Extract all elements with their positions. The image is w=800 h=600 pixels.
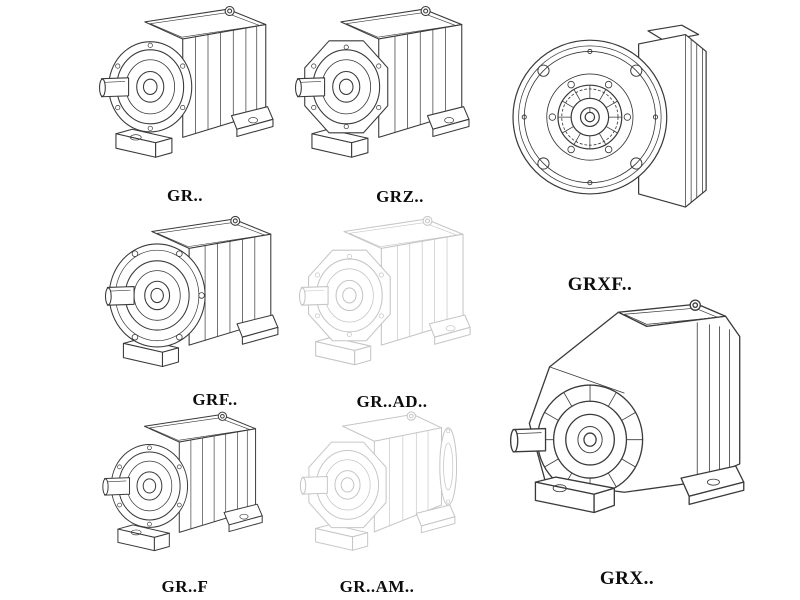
model-label-grxf: GRXF.. [567, 274, 633, 295]
model-label-grf: GRF.. [192, 390, 238, 409]
drawing-grx-gearbox [497, 296, 765, 554]
model-label-gr: GR.. [167, 186, 203, 205]
model-label-gr-f: GR..F [161, 577, 209, 596]
drawing-grz-gearbox [288, 2, 483, 187]
model-label-gr-am: GR..AM.. [339, 577, 415, 596]
drawing-grxf-gearbox [498, 2, 723, 264]
model-label-grx: GRX.. [599, 568, 655, 589]
drawing-gr-ad-gearbox [288, 212, 488, 394]
drawing-grf-gearbox [95, 212, 293, 394]
model-label-grz: GRZ.. [376, 187, 424, 206]
model-label-gr-ad: GR..AD.. [356, 392, 428, 411]
drawing-gr-f-gearbox [88, 408, 283, 578]
drawing-gr-am-gearbox [286, 406, 482, 578]
drawing-gr-gearbox [92, 2, 287, 187]
